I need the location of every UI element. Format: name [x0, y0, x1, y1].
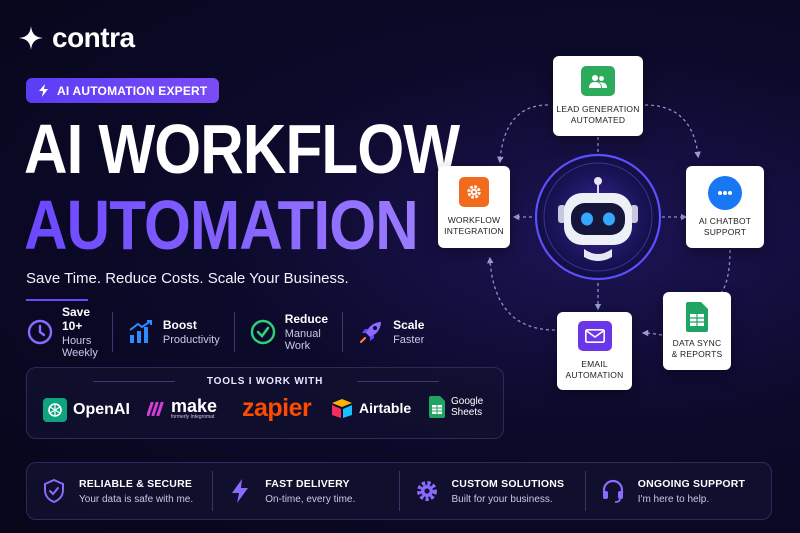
gear-icon	[459, 177, 489, 207]
shield-icon	[44, 478, 64, 504]
node-label-line1: DATA SYNC	[672, 338, 722, 348]
hero-title-line1: AI WORKFLOW	[24, 110, 460, 188]
robot-ring-inner	[543, 162, 653, 272]
node-label-line2: INTEGRATION	[444, 226, 504, 236]
tool-make: make formerly Integromat	[147, 396, 218, 420]
tool-zapier: zapier	[242, 394, 312, 423]
airtable-icon	[332, 399, 352, 418]
headset-icon	[602, 479, 623, 503]
users-icon	[581, 66, 615, 96]
feature-title: RELIABLE & SECURE	[79, 477, 193, 490]
feature-reliable: RELIABLE & SECURE Your data is safe with …	[27, 471, 214, 511]
stat-line2: Hours Weekly	[62, 335, 98, 359]
tool-name: zapier	[242, 394, 312, 422]
contra-star-icon	[19, 26, 43, 50]
node-label-line2: AUTOMATION	[565, 370, 624, 380]
feature-desc: I'm here to help.	[637, 493, 710, 505]
tool-name: OpenAI	[73, 401, 130, 418]
tool-openai: OpenAI	[43, 398, 130, 422]
clock-icon	[27, 319, 53, 345]
make-icon	[147, 402, 164, 416]
node-label-line2: & REPORTS	[671, 349, 723, 359]
tools-title: TOOLS I WORK WITH	[206, 376, 324, 387]
tool-name-line2: Sheets	[451, 407, 483, 418]
check-circle-icon	[250, 319, 275, 345]
feature-custom-solutions: CUSTOM SOLUTIONS Built for your business.	[400, 471, 586, 511]
tool-name: make	[171, 396, 218, 416]
node-label-line2: AUTOMATED	[570, 115, 626, 125]
sheet-icon	[686, 302, 708, 332]
google-sheets-icon	[429, 396, 445, 418]
stat-line1: Reduce	[284, 312, 329, 326]
openai-icon	[43, 398, 67, 422]
hero-tagline: Save Time. Reduce Costs. Scale Your Busi…	[26, 270, 349, 287]
node-label-line2: SUPPORT	[703, 227, 747, 237]
mail-icon	[577, 321, 612, 351]
bar-chart-icon	[129, 320, 152, 343]
tools-panel: TOOLS I WORK WITH OpenAI make formerly I…	[26, 367, 504, 439]
stat-line2: Manual Work	[284, 328, 321, 352]
feature-fast-delivery: FAST DELIVERY On-time, every time.	[213, 471, 400, 511]
node-label-line1: WORKFLOW	[447, 215, 501, 225]
feature-title: ONGOING SUPPORT	[637, 477, 746, 490]
node-label-line1: EMAIL	[581, 359, 608, 369]
gear-icon	[416, 481, 437, 501]
stat-line1: Scale	[393, 318, 425, 332]
tool-google-sheets: Google Sheets	[429, 396, 483, 418]
tools-divider-left	[93, 381, 175, 382]
robot-icon	[558, 177, 638, 261]
stat-line1: Save 10+	[62, 305, 91, 333]
feature-desc: Built for your business.	[451, 493, 553, 505]
stat-line1: Boost	[162, 318, 197, 332]
node-label-line1: AI CHATBOT	[698, 216, 752, 226]
rocket-icon	[359, 322, 382, 344]
stat-line2: Productivity	[162, 334, 220, 346]
tools-divider-right	[357, 381, 439, 382]
tool-subname: formerly Integromat	[171, 414, 215, 420]
tool-name: Airtable	[359, 400, 412, 416]
stat-line2: Faster	[393, 334, 425, 346]
chat-icon	[708, 176, 742, 210]
node-data-sync: DATA SYNC& REPORTS	[663, 292, 731, 370]
feature-ongoing-support: ONGOING SUPPORT I'm here to help.	[586, 471, 771, 511]
badge-label: AI AUTOMATION EXPERT	[57, 83, 208, 98]
tool-name-line1: Google	[451, 396, 484, 407]
tool-airtable: Airtable	[331, 398, 411, 418]
hero-title-line2: AUTOMATION	[24, 186, 419, 264]
lightning-icon	[39, 84, 48, 97]
feature-title: CUSTOM SOLUTIONS	[451, 477, 565, 490]
node-label-line1: LEAD GENERATION	[556, 104, 640, 114]
expert-badge: AI AUTOMATION EXPERT	[26, 78, 220, 103]
tagline-underline	[26, 299, 88, 301]
lightning-icon	[232, 479, 249, 503]
brand-name: contra	[52, 22, 135, 53]
feature-desc: On-time, every time.	[265, 493, 356, 505]
feature-desc: Your data is safe with me.	[79, 493, 194, 505]
features-bar: RELIABLE & SECURE Your data is safe with …	[26, 462, 772, 520]
brand-logo: contra	[18, 22, 135, 54]
stat-save-time: Save 10+Hours Weekly	[26, 305, 113, 359]
diagram-connectors	[486, 104, 731, 337]
feature-title: FAST DELIVERY	[265, 477, 350, 490]
